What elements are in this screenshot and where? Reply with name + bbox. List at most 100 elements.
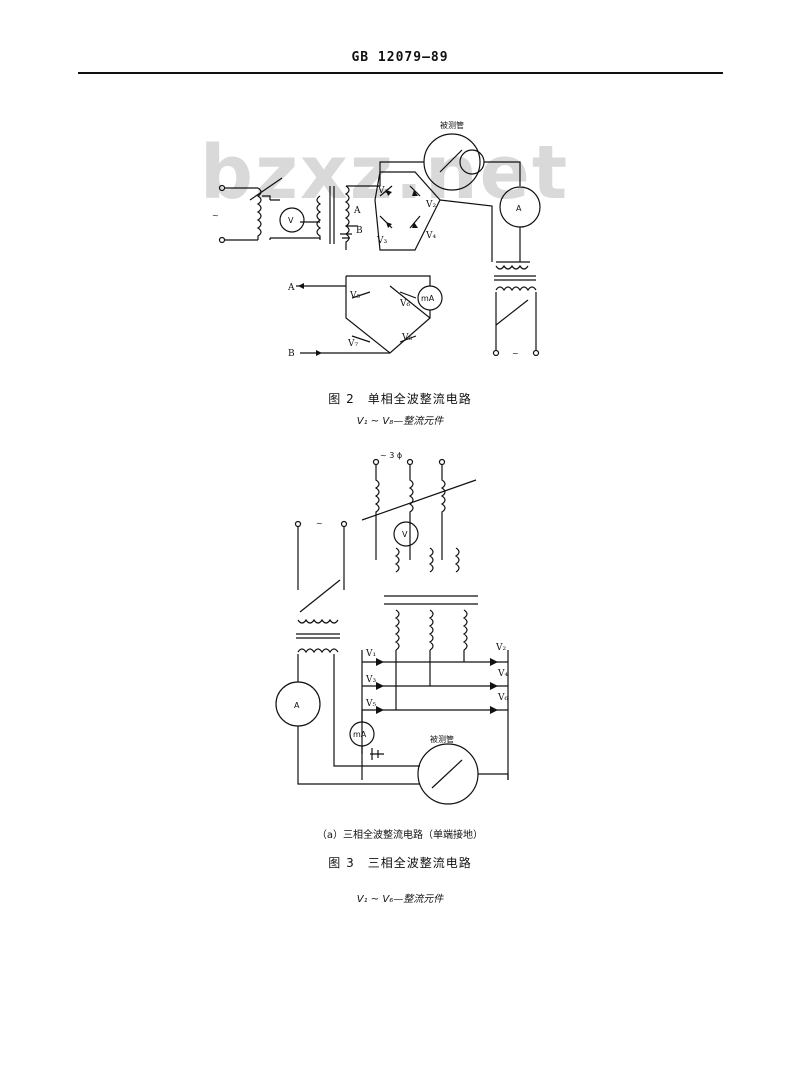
ac-symbol-fig2: ~ <box>212 211 219 220</box>
ammeter-label-fig2: A <box>516 204 522 213</box>
filament-transformer-top-fig3 <box>297 618 339 624</box>
tube-under-test-fig3 <box>417 743 479 805</box>
phase-terminal-1 <box>372 458 380 466</box>
milliammeter-label-fig2: mA <box>421 294 435 303</box>
tube-filament-fig2 <box>439 149 463 173</box>
filament-transformer-bottom-fig3 <box>297 648 339 654</box>
diode-v1-symbol <box>386 190 392 196</box>
phase-terminal-3 <box>438 458 446 466</box>
diode-label-v6-fig3: V₆ <box>497 693 508 703</box>
diode-label-v8-fig2: V₈ <box>401 333 412 343</box>
filament-transformer-core <box>494 275 536 281</box>
diode-v2-symbol <box>412 190 418 196</box>
diode-label-v4-fig2: V₄ <box>425 231 436 241</box>
standard-code-header: GB 12079—89 <box>351 50 449 65</box>
lower-bridge-input-wires <box>296 285 390 354</box>
filament-ac-symbol-fig3: ~ <box>316 519 323 528</box>
arrow-b <box>316 350 322 356</box>
diode-label-v6-fig2: V₆ <box>399 299 410 309</box>
three-phase-variac-arrow <box>361 479 477 521</box>
ground-symbol-fig2 <box>340 225 358 239</box>
ammeter-label-fig3: A <box>294 701 300 710</box>
filament-terminal-right <box>532 349 540 357</box>
ammeter-wires-fig2 <box>439 199 521 262</box>
three-phase-mid-coils <box>394 547 460 573</box>
node-b-fig2-lower: B <box>288 349 295 359</box>
figure-2-caption: 图 2 单相全波整流电路 <box>328 392 472 406</box>
milliammeter-wires-fig3 <box>361 710 384 760</box>
voltmeter-fig3 <box>393 521 419 547</box>
figure-3a-caption: （a）三相全波整流电路（单端接地） <box>316 830 484 841</box>
ammeter-wires-fig3 <box>297 654 420 785</box>
input-wires <box>225 187 258 241</box>
tube-wires-fig2 <box>379 161 521 186</box>
milliammeter-label-fig3: mA <box>353 730 367 739</box>
three-phase-transformer-core <box>384 595 478 605</box>
diode-label-v5-fig3: V₅ <box>365 699 376 709</box>
filament-transformer-top <box>495 261 530 270</box>
figure-2-subcaption: V₁ ~ V₈—整流元件 <box>356 416 444 427</box>
diode-label-v7-fig2: V₇ <box>347 339 358 349</box>
bridge-2-diodes <box>351 291 417 343</box>
transformer-core <box>329 186 335 244</box>
filament-transformer-bottom <box>495 286 537 292</box>
filament-wires <box>495 292 537 350</box>
diode-v3-symbol <box>386 222 392 228</box>
node-a-fig2-upper: A <box>353 206 361 216</box>
diode-label-v2-fig3: V₂ <box>495 643 506 653</box>
three-phase-bridge-taps <box>395 650 465 710</box>
input-terminal-bottom <box>218 236 226 244</box>
diode-label-v2-fig2: V₂ <box>425 200 436 210</box>
figure-3-caption: 图 3 三相全波整流电路 <box>328 856 472 870</box>
input-terminal-top <box>218 184 226 192</box>
bridge-rectifier-2 <box>345 275 431 354</box>
tube-label-fig2: 被测管 <box>440 120 464 130</box>
filament-variac-arrow <box>495 299 529 326</box>
diode-v5-fig3-symbol <box>376 706 384 714</box>
phase-terminal-2 <box>406 458 414 466</box>
filament-terminal-left <box>492 349 500 357</box>
diode-label-v1-fig3: V₁ <box>365 649 376 659</box>
filament-wires-fig3 <box>297 527 345 590</box>
diode-v6-fig3-symbol <box>490 706 498 714</box>
arrow-a <box>298 283 304 289</box>
filament-core-fig3 <box>296 633 340 639</box>
three-phase-bridge-rails <box>361 650 509 780</box>
tube-anode-wire-fig3 <box>478 773 509 780</box>
diode-label-v1-fig2: V₁ <box>377 186 388 196</box>
header-rule <box>78 72 723 74</box>
phase-coil-1 <box>374 465 380 560</box>
diode-v4-symbol <box>412 222 418 228</box>
diode-label-v3-fig3: V₃ <box>365 675 376 685</box>
diode-label-v4-fig3: V₄ <box>497 669 508 679</box>
bridge-1-diodes <box>379 185 421 229</box>
diode-v4-fig3-symbol <box>490 682 498 690</box>
filament-variac-arrow-fig3 <box>299 579 341 613</box>
diode-v1-fig3-symbol <box>376 658 384 666</box>
voltmeter-label-fig2: V <box>288 216 294 225</box>
watermark: bzxz.net <box>200 130 570 216</box>
phase-coil-3 <box>440 465 446 560</box>
filament-terminal-right-fig3 <box>340 520 348 528</box>
node-b-fig2-upper: B <box>356 226 363 236</box>
phase-coil-2 <box>408 465 414 560</box>
voltmeter-fig2 <box>279 207 305 233</box>
tube-filament-fig3 <box>431 759 463 789</box>
diode-label-v5-fig2: V₅ <box>349 291 360 301</box>
filament-terminal-left-fig3 <box>294 520 302 528</box>
diode-label-v3-fig2: V₃ <box>376 236 387 246</box>
diode-v2-fig3-symbol <box>490 658 498 666</box>
variac-coil <box>256 187 262 240</box>
diode-v3-fig3-symbol <box>376 682 384 690</box>
three-phase-supply-label: ~ 3 ϕ <box>380 451 402 460</box>
node-a-fig2-lower: A <box>287 283 295 293</box>
tube-label-fig3: 被测管 <box>430 734 454 744</box>
figure-3-subcaption: V₁ ~ V₆—整流元件 <box>356 894 444 905</box>
voltmeter-label-fig3: V <box>402 530 408 539</box>
filament-ac-symbol: ~ <box>512 349 519 358</box>
three-phase-secondary-coils <box>394 609 468 651</box>
transformer-primary <box>316 195 322 240</box>
